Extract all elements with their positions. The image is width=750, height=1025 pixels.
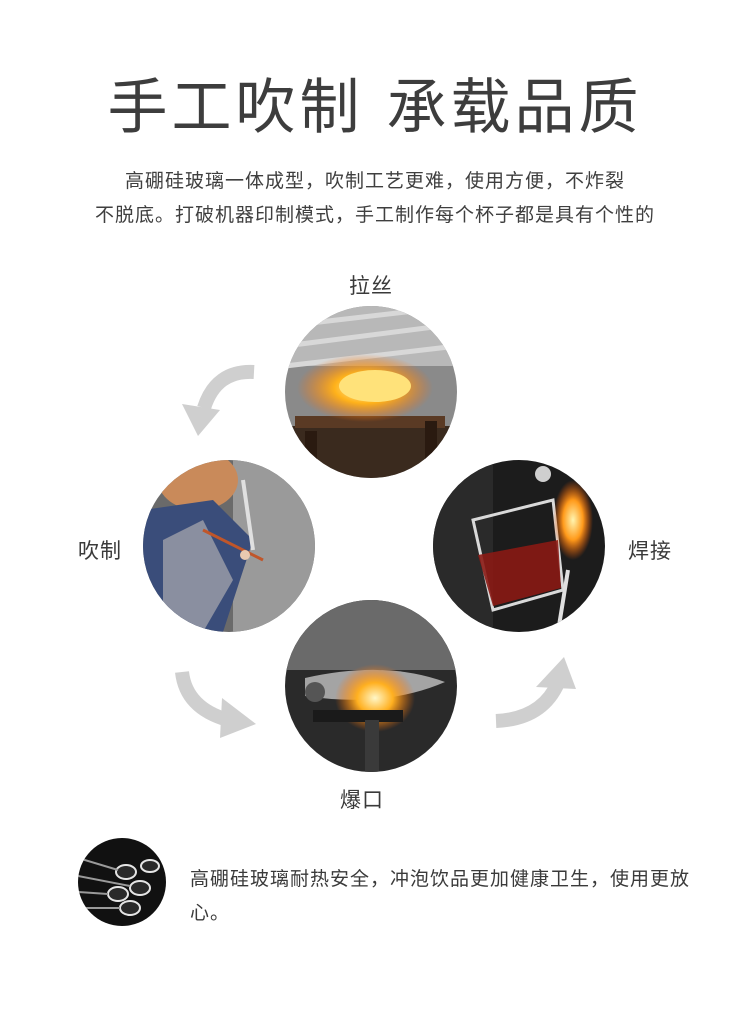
step-label-welding: 焊接 [628, 539, 672, 563]
glass-tubes-icon [78, 838, 166, 926]
arrow-top-left-icon [182, 364, 255, 436]
glass-blowing-photo [143, 460, 315, 632]
glass-bursting-photo [285, 600, 457, 772]
arrow-bottom-left-icon [175, 670, 256, 738]
subtitle-line-1: 高硼硅玻璃一体成型，吹制工艺更难，使用方便，不炸裂 [124, 170, 625, 192]
step-label-drawing: 拉丝 [349, 274, 393, 298]
glass-welding-photo [433, 460, 605, 632]
step-label-blowing: 吹制 [78, 539, 122, 563]
footer-note: 高硼硅玻璃耐热安全，冲泡饮品更加健康卫生，使用更放心。 [190, 868, 691, 924]
step-label-bursting: 爆口 [340, 788, 384, 812]
glass-drawing-photo [285, 306, 457, 478]
arrow-bottom-right-icon [495, 657, 576, 728]
page-title: 手工吹制 承载品质 [107, 73, 643, 143]
subtitle-line-2: 不脱底。打破机器印制模式，手工制作每个杯子都是具有个性的 [94, 204, 655, 226]
